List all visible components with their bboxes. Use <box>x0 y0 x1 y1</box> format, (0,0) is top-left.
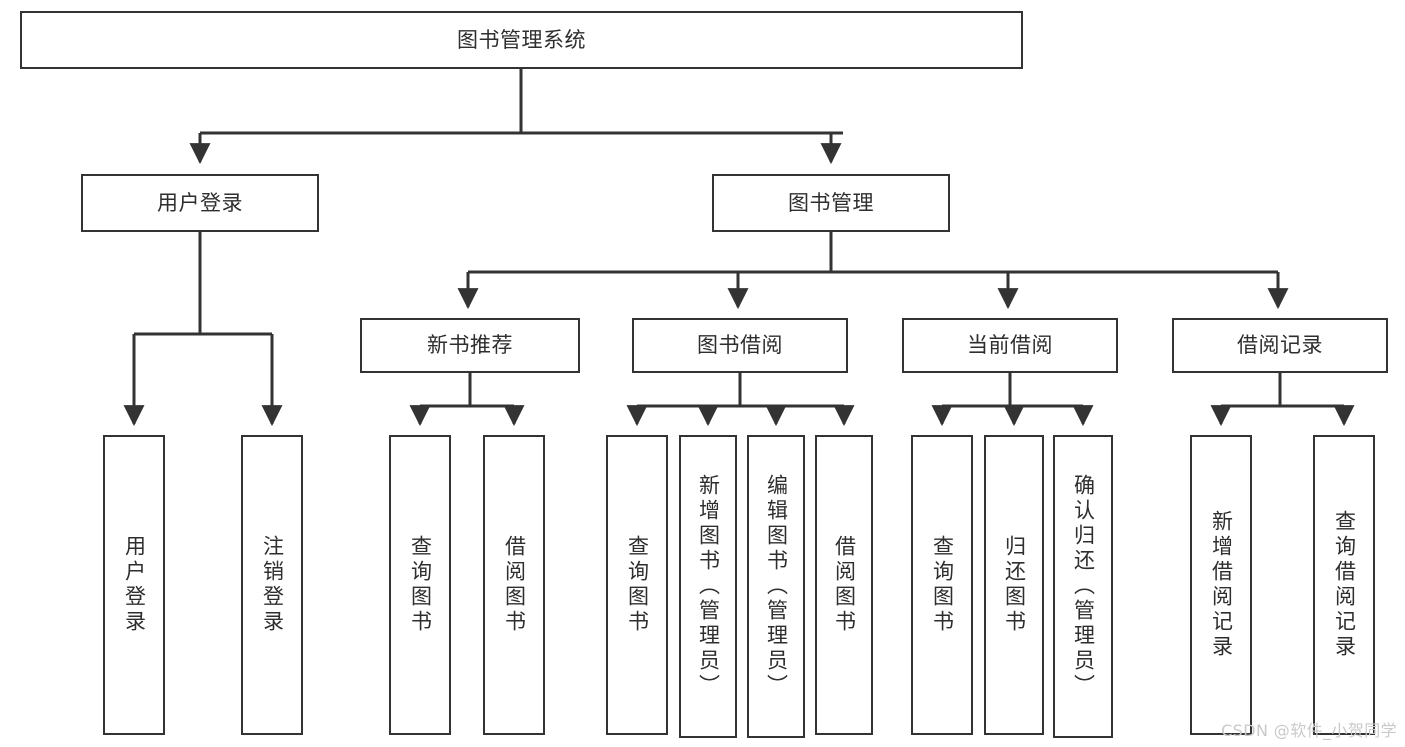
node-new-book-recommend[interactable]: 新书推荐 <box>360 318 580 373</box>
node-leaf-query-book-1[interactable]: 查询图书 <box>389 435 451 735</box>
node-leaf-add-record[interactable]: 新增借阅记录 <box>1190 435 1252 735</box>
node-leaf-borrow-book-1-label: 借阅图书 <box>502 535 527 635</box>
node-leaf-edit-book[interactable]: 编辑图书（管理员） <box>747 435 805 738</box>
node-book-borrow[interactable]: 图书借阅 <box>632 318 848 373</box>
node-current-borrow-label: 当前借阅 <box>967 333 1053 358</box>
node-user-login[interactable]: 用户登录 <box>81 174 319 232</box>
node-leaf-query-book-2-label: 查询图书 <box>625 535 650 635</box>
node-book-manage[interactable]: 图书管理 <box>712 174 950 232</box>
node-leaf-user-login[interactable]: 用户登录 <box>103 435 165 735</box>
node-leaf-query-record-label: 查询借阅记录 <box>1332 510 1357 660</box>
node-leaf-logout[interactable]: 注销登录 <box>241 435 303 735</box>
node-book-manage-label: 图书管理 <box>788 190 874 215</box>
node-user-login-label: 用户登录 <box>157 190 243 215</box>
node-root[interactable]: 图书管理系统 <box>20 11 1023 69</box>
node-borrow-record[interactable]: 借阅记录 <box>1172 318 1388 373</box>
node-leaf-add-record-label: 新增借阅记录 <box>1209 510 1234 660</box>
node-current-borrow[interactable]: 当前借阅 <box>902 318 1118 373</box>
node-borrow-record-label: 借阅记录 <box>1237 333 1323 358</box>
node-leaf-logout-label: 注销登录 <box>260 535 285 635</box>
node-book-borrow-label: 图书借阅 <box>697 333 783 358</box>
watermark: CSDN @软件_小贺同学 <box>1221 721 1397 740</box>
node-leaf-return-book-label: 归还图书 <box>1002 535 1027 635</box>
node-leaf-query-book-1-label: 查询图书 <box>408 535 433 635</box>
node-leaf-edit-book-label: 编辑图书（管理员） <box>764 474 789 699</box>
node-leaf-query-book-3[interactable]: 查询图书 <box>911 435 973 735</box>
node-leaf-user-login-label: 用户登录 <box>122 535 147 635</box>
node-root-label: 图书管理系统 <box>457 27 586 52</box>
node-leaf-confirm-return[interactable]: 确认归还（管理员） <box>1053 435 1113 738</box>
node-leaf-query-book-3-label: 查询图书 <box>930 535 955 635</box>
node-leaf-borrow-book-2[interactable]: 借阅图书 <box>815 435 873 735</box>
node-leaf-return-book[interactable]: 归还图书 <box>984 435 1044 735</box>
node-leaf-query-record[interactable]: 查询借阅记录 <box>1313 435 1375 735</box>
node-leaf-add-book[interactable]: 新增图书（管理员） <box>679 435 737 738</box>
node-leaf-add-book-label: 新增图书（管理员） <box>696 474 721 699</box>
node-leaf-confirm-return-label: 确认归还（管理员） <box>1071 474 1096 699</box>
node-leaf-borrow-book-2-label: 借阅图书 <box>832 535 857 635</box>
node-leaf-query-book-2[interactable]: 查询图书 <box>606 435 668 735</box>
node-new-book-recommend-label: 新书推荐 <box>427 333 513 358</box>
node-leaf-borrow-book-1[interactable]: 借阅图书 <box>483 435 545 735</box>
